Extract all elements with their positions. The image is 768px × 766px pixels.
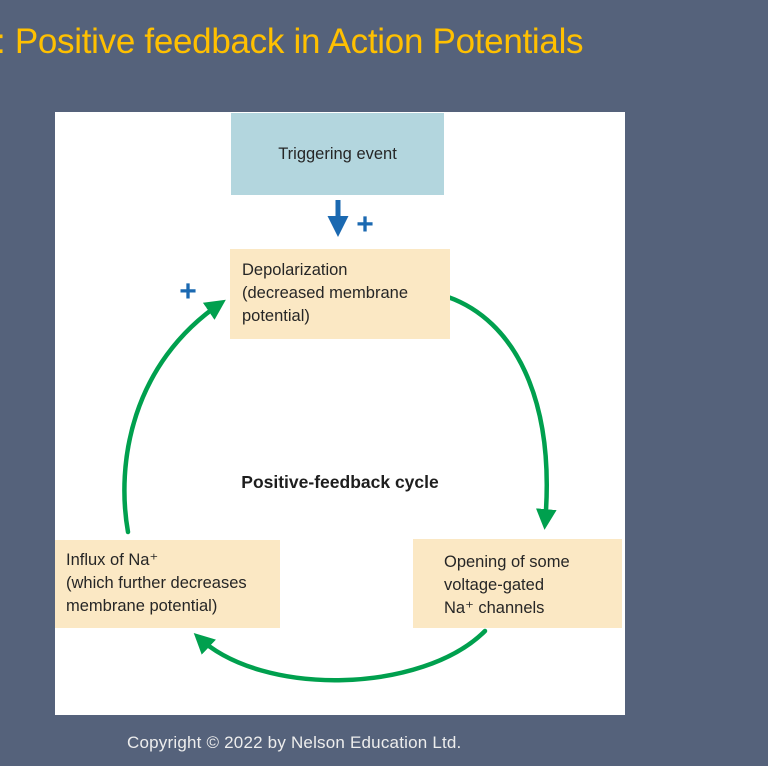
slide-title: : Positive feedback in Action Potentials	[0, 22, 584, 61]
trigger-event-box: Triggering event	[231, 113, 444, 195]
cycle-arc-left-icon	[122, 299, 226, 535]
plus-icon-left: +	[179, 275, 197, 308]
plus-icon-top: +	[356, 208, 374, 241]
diagram-panel: Triggering event Depolarization (decreas…	[55, 112, 625, 715]
sodium-influx-box: Influx of Na⁺ (which further decreases m…	[55, 540, 280, 628]
channel-opening-box: Opening of some voltage-gated Na⁺ channe…	[413, 539, 622, 628]
depolarization-box: Depolarization (decreased membrane poten…	[230, 249, 450, 339]
cycle-title-label: Positive-feedback cycle	[241, 472, 439, 492]
copyright-text: Copyright © 2022 by Nelson Education Ltd…	[127, 733, 462, 752]
cycle-arc-bottom-icon	[193, 628, 488, 683]
